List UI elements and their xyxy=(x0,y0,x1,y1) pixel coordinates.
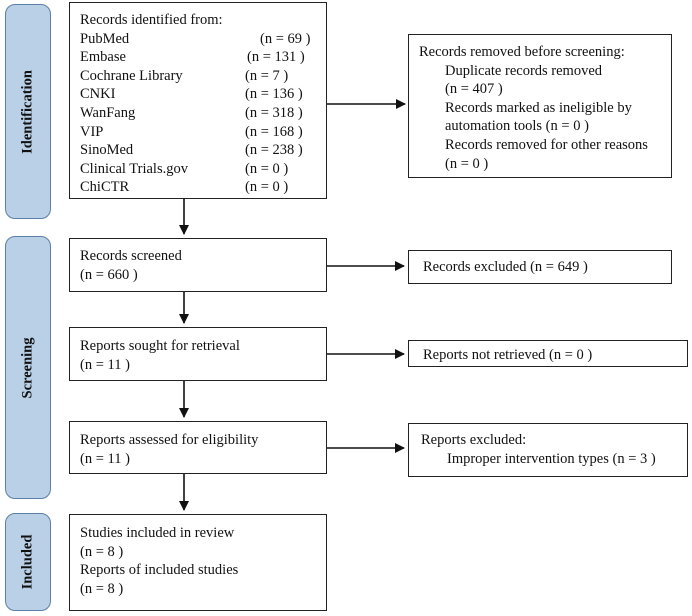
removed-line: automation tools (n = 0 ) xyxy=(445,118,589,135)
source-count: (n = 131 ) xyxy=(247,49,305,66)
studies-included-count: (n = 8 ) xyxy=(80,543,124,560)
source-name: Cochrane Library xyxy=(80,67,183,84)
removed-line: Records marked as ineligible by xyxy=(445,99,632,116)
source-name: Embase xyxy=(80,49,126,66)
assessed-box: Reports assessed for eligibility (n = 11… xyxy=(69,421,327,474)
sought-label: Reports sought for retrieval xyxy=(80,338,240,354)
reports-excluded-box: Reports excluded: Improper intervention … xyxy=(408,423,688,477)
phase-screening: Screening xyxy=(5,236,51,499)
included-box: Studies included in review (n = 8 ) Repo… xyxy=(69,514,327,611)
removed-line: Records removed for other reasons xyxy=(445,136,648,153)
source-row: Embase (n = 131 ) xyxy=(80,48,320,67)
studies-included-label: Studies included in review xyxy=(80,525,235,541)
reports-included-label: Reports of included studies xyxy=(80,562,239,579)
sought-box: Reports sought for retrieval (n = 11 ) xyxy=(69,327,327,381)
identified-box: Records identified from: PubMed (n = 69 )… xyxy=(69,2,327,199)
source-count: (n = 0 ) xyxy=(245,160,289,177)
screened-label: Records screened xyxy=(80,248,182,264)
not-retrieved-label: Reports not retrieved (n = 0 ) xyxy=(423,347,593,363)
assessed-label: Reports assessed for eligibility xyxy=(80,432,259,448)
reports-excluded-header: Reports excluded: xyxy=(421,432,527,448)
screened-count: (n = 660 ) xyxy=(80,266,138,283)
source-name: SinoMed xyxy=(80,142,134,159)
source-count: (n = 7 ) xyxy=(245,67,289,84)
source-row: VIP (n = 168 ) xyxy=(80,123,320,142)
source-name: WanFang xyxy=(80,104,136,121)
source-count: (n = 238 ) xyxy=(245,142,303,159)
removed-line: (n = 407 ) xyxy=(445,81,503,98)
source-count: (n = 168 ) xyxy=(245,123,303,140)
removed-line: Duplicate records removed xyxy=(445,62,603,79)
excluded-box: Records excluded (n = 649 ) xyxy=(408,250,672,284)
assessed-count: (n = 11 ) xyxy=(80,450,130,467)
removed-line: (n = 0 ) xyxy=(445,155,489,172)
removed-header: Records removed before screening: xyxy=(419,44,625,60)
source-name: PubMed xyxy=(80,30,130,47)
source-row: Cochrane Library (n = 7 ) xyxy=(80,67,320,86)
not-retrieved-box: Reports not retrieved (n = 0 ) xyxy=(408,340,688,367)
source-count: (n = 318 ) xyxy=(245,104,303,121)
source-count: (n = 69 ) xyxy=(260,30,311,47)
reports-included-count: (n = 8 ) xyxy=(80,580,124,597)
source-row: PubMed (n = 69 ) xyxy=(80,30,320,49)
phase-included: Included xyxy=(5,513,51,611)
source-name: ChiCTR xyxy=(80,179,130,196)
screened-box: Records screened (n = 660 ) xyxy=(69,238,327,292)
reports-excluded-reason: Improper intervention types (n = 3 ) xyxy=(447,450,656,467)
removed-box: Records removed before screening: Duplic… xyxy=(408,34,672,178)
source-name: Clinical Trials.gov xyxy=(80,160,188,177)
source-row: Clinical Trials.gov (n = 0 ) xyxy=(80,160,320,179)
source-row: SinoMed (n = 238 ) xyxy=(80,141,320,160)
source-row: CNKI (n = 136 ) xyxy=(80,85,320,104)
phase-identification: Identification xyxy=(5,4,51,219)
source-name: VIP xyxy=(80,123,104,140)
source-count: (n = 0 ) xyxy=(245,179,289,196)
source-count: (n = 136 ) xyxy=(245,86,303,103)
sought-count: (n = 11 ) xyxy=(80,356,130,373)
excluded-label: Records excluded (n = 649 ) xyxy=(423,259,588,275)
identified-header: Records identified from: xyxy=(80,12,223,28)
source-name: CNKI xyxy=(80,86,116,103)
source-row: WanFang (n = 318 ) xyxy=(80,104,320,123)
source-row: ChiCTR (n = 0 ) xyxy=(80,178,320,197)
